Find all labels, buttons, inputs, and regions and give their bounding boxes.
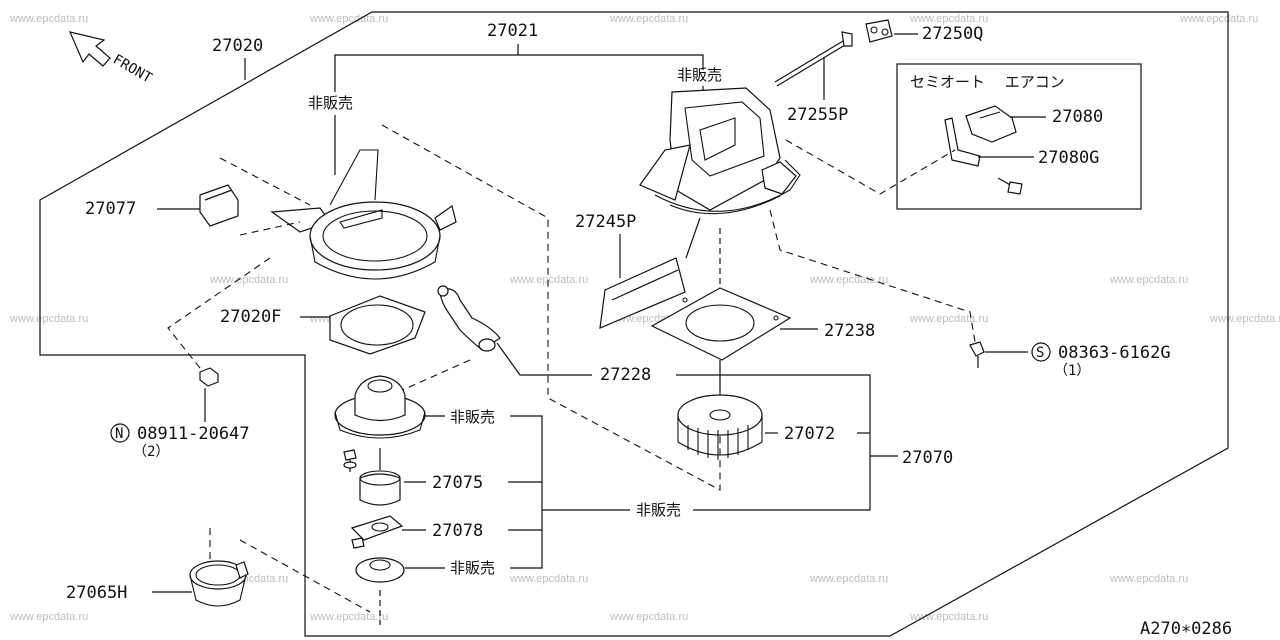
part-27070: 27070 xyxy=(902,448,953,468)
blower-motor xyxy=(334,375,426,439)
part-27020F: 27020F xyxy=(220,307,281,327)
motor-seat xyxy=(355,557,405,583)
part-27245P: 27245P xyxy=(575,212,636,232)
watermark: www.epcdata.ru xyxy=(809,573,888,585)
part-27075: 27075 xyxy=(432,473,483,493)
reference-code: A270∗0286 xyxy=(1140,619,1232,639)
not-sold-label: 非販売 xyxy=(677,66,722,84)
gasket xyxy=(329,295,426,355)
drain-cup xyxy=(189,560,249,607)
part-27250Q: 27250Q xyxy=(922,24,983,44)
blower-fan xyxy=(677,394,763,460)
s-symbol: S xyxy=(1036,345,1044,361)
part-08911-qty: （2） xyxy=(133,444,169,460)
blower-housing xyxy=(270,149,457,280)
bolt xyxy=(997,177,1023,195)
semi-auto-label: セミオート エアコン xyxy=(910,73,1065,91)
part-27021: 27021 xyxy=(487,21,538,41)
part-27080G: 27080G xyxy=(1038,148,1099,168)
watermark: www.epcdata.ru xyxy=(209,274,288,286)
front-arrow-icon xyxy=(68,31,111,67)
clip xyxy=(865,19,893,43)
watermark: www.epcdata.ru xyxy=(309,13,388,25)
watermark: www.epcdata.ru xyxy=(909,611,988,623)
watermark: www.epcdata.ru xyxy=(1209,313,1280,325)
not-sold-label: 非販売 xyxy=(450,408,495,426)
actuator-motor xyxy=(965,105,1017,143)
part-27080: 27080 xyxy=(1052,107,1103,127)
n-symbol-icon xyxy=(110,423,130,443)
part-08363-qty: （1） xyxy=(1054,363,1090,379)
hose xyxy=(437,285,501,352)
semi-auto-box xyxy=(896,63,1142,210)
part-08911-20647: 08911-20647 xyxy=(137,424,250,444)
part-08363-6162G: 08363-6162G xyxy=(1058,343,1171,363)
part-27255P: 27255P xyxy=(787,105,848,125)
watermark: www.epcdata.ru xyxy=(509,573,588,585)
n-symbol: N xyxy=(115,426,123,442)
not-sold-label: 非販売 xyxy=(450,559,495,577)
actuator-bracket xyxy=(944,117,981,167)
part-27238: 27238 xyxy=(824,321,875,341)
s-symbol-icon xyxy=(1031,342,1051,362)
screw xyxy=(343,449,357,472)
watermark: www.epcdata.ru xyxy=(909,13,988,25)
watermark: www.epcdata.ru xyxy=(809,274,888,286)
watermarks: www.epcdata.ru www.epcdata.ru www.epcdat… xyxy=(9,13,1280,623)
filter-cap xyxy=(199,184,239,227)
armature xyxy=(359,448,401,506)
watermark: www.epcdata.ru xyxy=(1109,274,1188,286)
part-27072: 27072 xyxy=(784,424,835,444)
watermark: www.epcdata.ru xyxy=(1109,573,1188,585)
nut xyxy=(199,367,219,387)
part-27065H: 27065H xyxy=(66,583,127,603)
not-sold-label: 非販売 xyxy=(636,501,681,519)
front-label: FRONT xyxy=(110,52,155,87)
air-filter xyxy=(599,257,686,329)
watermark: www.epcdata.ru xyxy=(509,274,588,286)
assembly-boundary xyxy=(39,11,1229,637)
watermark: www.epcdata.ru xyxy=(9,313,88,325)
watermark: www.epcdata.ru xyxy=(609,13,688,25)
part-27228: 27228 xyxy=(600,365,651,385)
watermark: www.epcdata.ru xyxy=(9,611,88,623)
watermark: www.epcdata.ru xyxy=(309,611,388,623)
watermark: www.epcdata.ru xyxy=(909,313,988,325)
part-27078: 27078 xyxy=(432,521,483,541)
actuator-rod xyxy=(774,31,853,87)
seal-plate xyxy=(650,287,792,361)
watermark: www.epcdata.ru xyxy=(1179,13,1258,25)
intake-unit xyxy=(639,87,801,215)
screw-08363 xyxy=(969,341,985,368)
watermark: www.epcdata.ru xyxy=(9,13,88,25)
brush-plate xyxy=(350,515,404,549)
part-27020: 27020 xyxy=(212,36,263,56)
part-27077: 27077 xyxy=(85,199,136,219)
watermark: www.epcdata.ru xyxy=(609,611,688,623)
not-sold-label: 非販売 xyxy=(308,94,353,112)
